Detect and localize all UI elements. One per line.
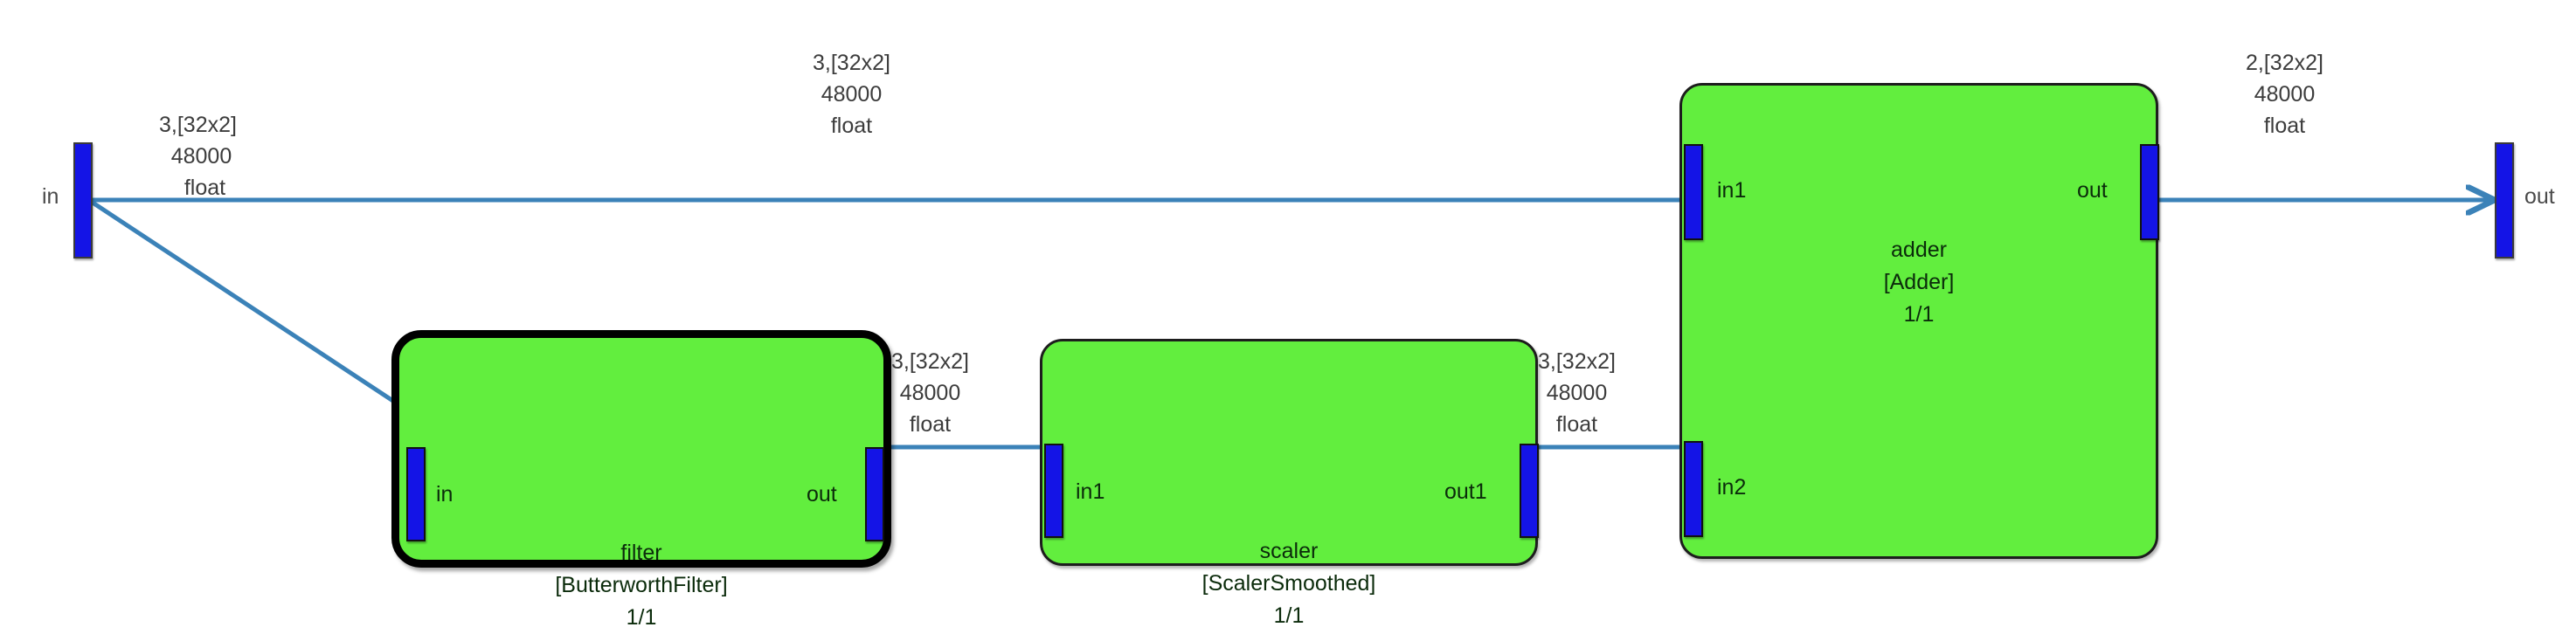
- edge-label-edge-scaler-to-adder-in2: 3,[32x2] 48000 float: [1538, 346, 1616, 440]
- edge-label-edge-in-to-adder-in1: 3,[32x2] 48000 float: [813, 47, 890, 141]
- terminal-graph-in[interactable]: [73, 142, 93, 258]
- port-adder-in2[interactable]: [1684, 441, 1703, 537]
- port-scaler-in1[interactable]: [1044, 444, 1063, 538]
- node-scaler[interactable]: scaler [ScalerSmoothed] 1/1 in1 out1: [1040, 339, 1539, 628]
- port-adder-in2-label: in2: [1717, 475, 1747, 500]
- node-scaler-title: scaler: [1259, 539, 1319, 563]
- node-adder-type: [Adder]: [1883, 270, 1955, 294]
- edge-label-edge-adder-to-out-line-1: 2,[32x2]: [2246, 51, 2323, 75]
- edge-label-edge-in-to-filter-in-line-2: 48000: [170, 144, 232, 169]
- node-adder-multiplicity: 1/1: [1903, 302, 1935, 327]
- edge-label-edge-in-to-filter-in: 3,[32x2] 48000 float: [159, 109, 237, 203]
- port-scaler-out1-label: out1: [1444, 479, 1487, 504]
- edge-label-edge-scaler-to-adder-in2-line-2: 48000: [1546, 381, 1608, 405]
- port-filter-out[interactable]: [865, 447, 884, 541]
- edge-label-edge-adder-to-out: 2,[32x2] 48000 float: [2246, 47, 2323, 141]
- node-scaler-label: scaler [ScalerSmoothed] 1/1: [1042, 535, 1535, 632]
- edge-label-edge-in-to-adder-in1-line-3: float: [830, 114, 873, 138]
- edge-label-edge-filter-to-scaler-line-2: 48000: [899, 381, 961, 405]
- edge-label-edge-scaler-to-adder-in2-line-3: float: [1555, 412, 1598, 437]
- edge-label-edge-adder-to-out-line-2: 48000: [2254, 82, 2316, 107]
- node-scaler-multiplicity: 1/1: [1273, 603, 1305, 628]
- node-filter-title: filter: [620, 541, 662, 565]
- port-scaler-in1-label: in1: [1076, 479, 1105, 504]
- edge-label-edge-in-to-filter-in-line-3: float: [184, 176, 226, 200]
- edge-label-edge-filter-to-scaler: 3,[32x2] 48000 float: [891, 346, 969, 440]
- node-filter-label: filter[ButterworthFilter]1/1: [399, 537, 883, 634]
- port-filter-in-label: in: [436, 482, 454, 507]
- edge-label-edge-scaler-to-adder-in2-line-1: 3,[32x2]: [1538, 349, 1616, 374]
- edge-label-edge-in-to-filter-in-line-1: 3,[32x2]: [159, 113, 237, 137]
- node-adder-label: adder [Adder] 1/1: [1682, 234, 2156, 331]
- port-filter-in[interactable]: [406, 447, 426, 541]
- edge-label-edge-filter-to-scaler-line-3: float: [909, 412, 952, 437]
- terminal-graph-out-label: out: [2524, 184, 2555, 209]
- terminal-graph-in-label: in: [42, 184, 59, 209]
- port-filter-out-label: out: [807, 482, 837, 507]
- port-adder-in1[interactable]: [1684, 144, 1703, 240]
- dataflow-canvas: filter [ButterworthFilter] 1/1 in out scaler […: [42, 47, 2555, 630]
- port-adder-out-label: out: [2077, 178, 2108, 203]
- port-adder-in1-label: in1: [1717, 178, 1747, 203]
- node-adder[interactable]: adder [Adder] 1/1 in1 in2 out: [1679, 83, 2159, 559]
- edge-label-edge-in-to-adder-in1-line-2: 48000: [821, 82, 883, 107]
- terminal-graph-out[interactable]: [2495, 142, 2514, 258]
- edge-label-edge-in-to-adder-in1-line-1: 3,[32x2]: [813, 51, 890, 75]
- node-adder-title: adder: [1891, 238, 1947, 262]
- node-filter-type: [ButterworthFilter]: [555, 573, 728, 597]
- port-scaler-out1[interactable]: [1520, 444, 1539, 538]
- node-scaler-type: [ScalerSmoothed]: [1201, 571, 1376, 596]
- edge-label-edge-adder-to-out-line-3: float: [2263, 114, 2306, 138]
- edge-label-edge-filter-to-scaler-line-1: 3,[32x2]: [891, 349, 969, 374]
- port-adder-out[interactable]: [2140, 144, 2159, 240]
